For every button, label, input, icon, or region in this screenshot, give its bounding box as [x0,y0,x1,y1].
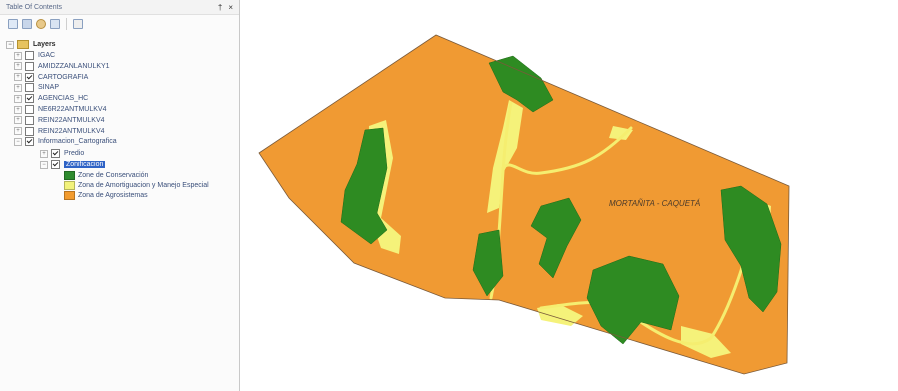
zone-conservacion-3[interactable] [530,197,582,279]
expand-icon[interactable]: + [14,83,22,92]
legend-item: Zona de Agrosistemas [64,190,148,201]
layer-visibility-checkbox[interactable] [51,149,60,158]
parcel-map: MORTAÑITA - CAQUETÁ [258,34,790,375]
layer-row[interactable]: + REIN22ANTMULKV4 [14,126,105,137]
layer-visibility-checkbox[interactable] [25,51,34,60]
layer-label: AMIDZZANLANULKY1 [38,62,110,70]
pin-icon[interactable]: † [217,2,223,12]
expand-icon[interactable]: + [14,116,22,125]
legend-swatch [64,171,75,180]
legend-item: Zona de Amortiguacion y Manejo Especial [64,180,209,191]
list-by-source-icon[interactable] [22,19,32,29]
layer-row[interactable]: + AGENCIAS_HC [14,93,88,104]
layer-visibility-checkbox[interactable] [25,115,34,125]
close-icon[interactable]: × [228,2,233,12]
tree-root-row[interactable]: − Layers [6,39,56,50]
expand-icon[interactable]: + [14,127,22,136]
zone-conservacion-2[interactable] [488,55,554,113]
layer-row[interactable]: + SINAP [14,82,59,93]
map-view[interactable]: MORTAÑITA - CAQUETÁ [241,8,893,389]
toc-toolbar [0,15,239,33]
layer-label: REIN22ANTMULKV4 [38,116,105,124]
layer-row[interactable]: + AMIDZZANLANULKY1 [14,61,110,72]
list-by-visibility-icon[interactable] [36,19,46,29]
collapse-icon[interactable]: − [40,160,48,169]
legend-item: Zone de Conservación [64,170,148,181]
layer-visibility-checkbox[interactable] [51,160,60,169]
layer-visibility-checkbox[interactable] [25,126,34,136]
zone-conservacion-1[interactable] [340,127,388,245]
expand-icon[interactable]: + [14,62,22,71]
layer-label: NE6R22ANTMULKV4 [38,106,107,113]
collapse-icon[interactable]: − [14,137,22,146]
zone-conservacion-6[interactable] [720,185,782,313]
river-2 [501,126,633,175]
layers-folder-icon [17,40,29,49]
options-icon[interactable] [73,19,83,29]
list-by-selection-icon[interactable] [50,19,60,29]
layer-label: Informacion_Cartografica [38,138,117,146]
layer-visibility-checkbox[interactable] [25,72,34,82]
zone-conservacion-5[interactable] [586,255,680,345]
expand-icon[interactable]: + [40,149,48,158]
layer-label: IGAC [38,52,56,59]
sublayer-row[interactable]: − Zonificacion [40,159,106,170]
layer-row[interactable]: + REIN22ANTMULKV4 [14,115,105,126]
expand-icon[interactable]: + [14,51,22,60]
expand-icon[interactable]: + [14,94,22,103]
layer-label: REIN22ANTMULKV4 [38,127,105,135]
layer-label: SINAP [38,84,60,92]
legend-swatch [64,191,75,200]
zone-amortiguacion-5[interactable] [537,304,583,326]
layer-label: AGENCIAS_HC [38,95,89,103]
collapse-icon[interactable]: − [6,40,14,49]
layer-row[interactable]: + NE6R22ANTMULKV4 [14,104,106,115]
zone-conservacion-4[interactable] [472,229,504,297]
layer-visibility-checkbox[interactable] [25,105,34,114]
list-by-drawing-order-icon[interactable] [8,19,18,29]
tree-root-label: Layers [33,41,56,48]
layer-label: CARTOGRAFIA [38,73,89,81]
sublayer-row[interactable]: + Predio [40,148,84,159]
layer-visibility-checkbox[interactable] [25,61,34,71]
expand-icon[interactable]: + [14,105,22,114]
toc-titlebar: Table Of Contents † × [0,0,239,15]
legend-label: Zone de Conservación [78,172,149,179]
legend-label: Zona de Amortiguacion y Manejo Especial [78,182,209,189]
place-label: MORTAÑITA - CAQUETÁ [609,199,700,208]
sublayer-label: Zonificacion [64,161,106,168]
conservation-zones [340,55,782,345]
expand-icon[interactable]: + [14,73,22,82]
toolbar-divider [66,18,67,30]
table-of-contents-panel: Table Of Contents † × − Layers + IGAC + AMI… [0,0,240,391]
toc-title: Table Of Contents [6,3,63,11]
parcel-outline [258,34,790,375]
layer-visibility-checkbox[interactable] [25,83,34,93]
layer-row[interactable]: − Informacion_Cartografica [14,136,117,147]
zone-amortiguacion-3[interactable] [609,126,633,140]
layer-row[interactable]: + IGAC [14,50,55,61]
layer-visibility-checkbox[interactable] [25,94,34,104]
legend-swatch [64,181,75,190]
layer-row[interactable]: + CARTOGRAFIA [14,72,88,83]
layer-visibility-checkbox[interactable] [25,137,34,147]
legend-label: Zona de Agrosistemas [78,192,148,199]
sublayer-label: Predio [64,150,85,157]
